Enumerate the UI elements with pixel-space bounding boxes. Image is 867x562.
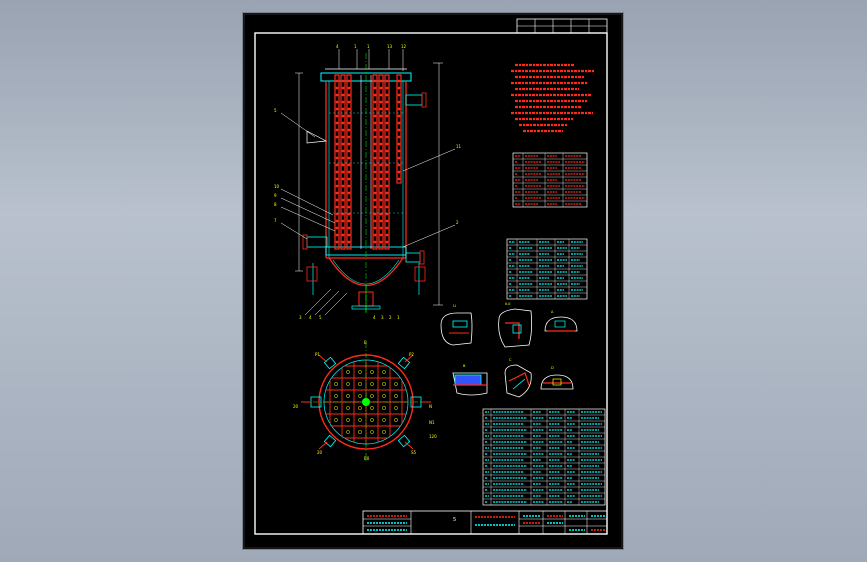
svg-text:S5: S5 bbox=[411, 450, 417, 455]
outer-border bbox=[243, 13, 623, 549]
svg-text:4: 4 bbox=[373, 315, 376, 320]
svg-text:1: 1 bbox=[397, 315, 400, 320]
svg-text:B0: B0 bbox=[364, 456, 370, 461]
parts-list-table bbox=[482, 408, 606, 506]
svg-text:4: 4 bbox=[336, 44, 339, 49]
svg-text:2: 2 bbox=[389, 315, 392, 320]
svg-text:A: A bbox=[551, 310, 554, 314]
svg-text:B: B bbox=[463, 364, 466, 368]
title-cell-text: 5 bbox=[453, 517, 456, 523]
svg-text:5: 5 bbox=[274, 108, 277, 113]
svg-text:II-II: II-II bbox=[505, 302, 510, 306]
design-data-table bbox=[506, 238, 588, 300]
svg-text:2: 2 bbox=[456, 220, 459, 225]
svg-text:5: 5 bbox=[319, 315, 322, 320]
svg-text:3: 3 bbox=[381, 315, 384, 320]
svg-text:D: D bbox=[551, 366, 554, 370]
svg-text:3: 3 bbox=[299, 315, 302, 320]
svg-text:7: 7 bbox=[274, 218, 277, 223]
svg-text:11: 11 bbox=[456, 144, 462, 149]
svg-text:13: 13 bbox=[387, 44, 393, 49]
svg-text:20: 20 bbox=[293, 404, 299, 409]
svg-text:C: C bbox=[509, 358, 512, 362]
nozzle-table bbox=[512, 152, 588, 208]
svg-text:9: 9 bbox=[274, 193, 277, 198]
title-block: 5 bbox=[362, 510, 608, 535]
svg-text:P1: P1 bbox=[315, 352, 320, 357]
tube-bundle bbox=[329, 74, 403, 250]
svg-text:12: 12 bbox=[401, 44, 407, 49]
svg-text:N: N bbox=[429, 404, 432, 409]
svg-text:8: 8 bbox=[274, 202, 277, 207]
svg-text:I-I: I-I bbox=[453, 304, 456, 308]
svg-text:N1: N1 bbox=[429, 420, 435, 425]
svg-text:P2: P2 bbox=[409, 352, 414, 357]
technical-notes bbox=[511, 63, 595, 133]
detail-views[interactable]: I-I II-II A B C D bbox=[440, 302, 578, 398]
svg-text:120: 120 bbox=[429, 434, 437, 439]
svg-text:20: 20 bbox=[317, 450, 323, 455]
svg-text:4: 4 bbox=[309, 315, 312, 320]
svg-text:1: 1 bbox=[367, 44, 370, 49]
svg-text:10: 10 bbox=[274, 184, 280, 189]
top-right-table bbox=[516, 18, 608, 34]
svg-text:1: 1 bbox=[354, 44, 357, 49]
svg-text:B: B bbox=[364, 340, 367, 345]
